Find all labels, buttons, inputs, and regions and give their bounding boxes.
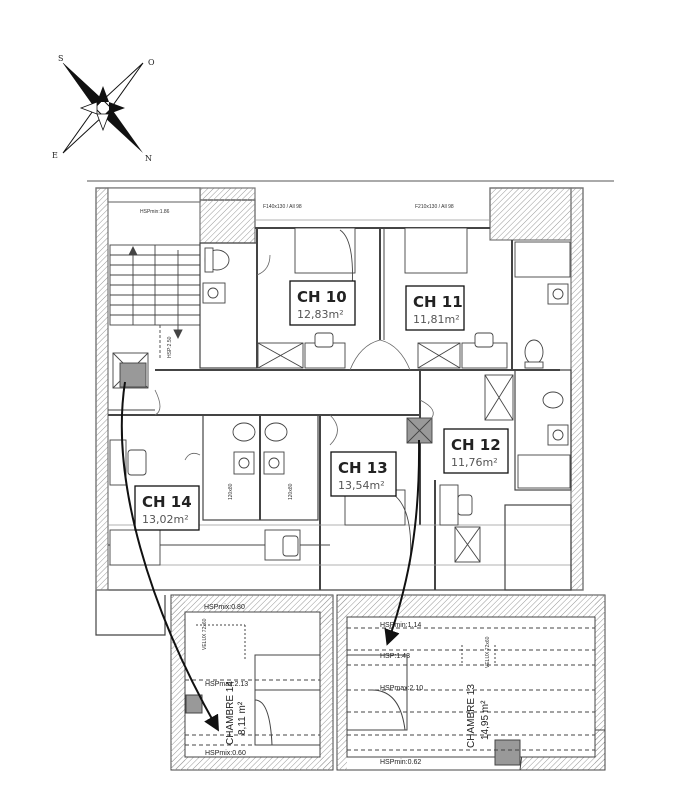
stair-hsp-min: HSPmin:1.86 [140, 209, 170, 215]
detail13-hsp-max: HSPmax:2.10 [380, 685, 423, 692]
fixtures [109, 227, 571, 566]
room-ch12-area: 11,76m² [451, 456, 498, 469]
detail13-velux: VELUX 72x60 [485, 636, 491, 668]
stair-hsp-side: HSP:2.50 [167, 336, 173, 358]
fixture-label-1: 120x80 [228, 483, 234, 500]
compass-east: E [52, 151, 58, 160]
window-label-1: F140x130 / All 98 [263, 204, 302, 210]
compass-south: S [58, 54, 63, 63]
detail13-label: CHAMBRE 13 [466, 684, 477, 748]
fixture-label-2: 120x80 [288, 483, 294, 500]
room-ch11-name: CH 11 [413, 293, 463, 311]
compass-north: N [145, 154, 152, 163]
room-ch10: CH 10 12,83m² [289, 280, 356, 326]
room-ch10-area: 12,83m² [297, 308, 344, 321]
room-ch12-name: CH 12 [451, 436, 501, 454]
detail14-velux: VELUX 72x60 [202, 618, 208, 650]
window-label-2: F210x130 / All 98 [415, 204, 454, 210]
plan-walls [95, 187, 584, 636]
room-ch11-area: 11,81m² [413, 313, 460, 326]
detail-chambre-14 [170, 594, 334, 771]
detail14-area: 8,11 m² [237, 701, 248, 735]
compass-rose-icon: S O E N [52, 54, 155, 163]
room-ch13-name: CH 13 [338, 459, 388, 477]
room-ch13-area: 13,54m² [338, 479, 385, 492]
arrow-to-detail-14 [120, 381, 219, 732]
staircase [109, 244, 201, 360]
detail13-hsp-top: HSPmin:1.14 [380, 622, 421, 629]
doors [154, 254, 434, 461]
arrow-to-detail-13 [384, 439, 421, 646]
room-ch14-area: 13,02m² [142, 513, 189, 526]
room-ch12: CH 12 11,76m² [443, 428, 509, 474]
detail13-hsp-mid: HSP:1.43 [380, 653, 410, 660]
detail14-hsp-mid: HSPmax:2.13 [205, 681, 248, 688]
detail14-hsp-bot: HSPmix:0.60 [205, 750, 246, 757]
detail13-area: 14,95 m² [480, 700, 491, 740]
detail14-hsp-top: HSPmix:0.80 [204, 604, 245, 611]
detail14-label: CHAMBRE 14 [225, 681, 236, 745]
room-ch10-name: CH 10 [297, 288, 347, 306]
room-ch14: CH 14 13,02m² [134, 485, 200, 531]
compass-west: O [148, 58, 155, 67]
room-ch13: CH 13 13,54m² [330, 451, 397, 497]
detail13-hsp-bot: HSPmin:0.62 [380, 759, 421, 766]
room-ch14-name: CH 14 [142, 493, 192, 511]
room-ch11: CH 11 11,81m² [405, 285, 465, 331]
